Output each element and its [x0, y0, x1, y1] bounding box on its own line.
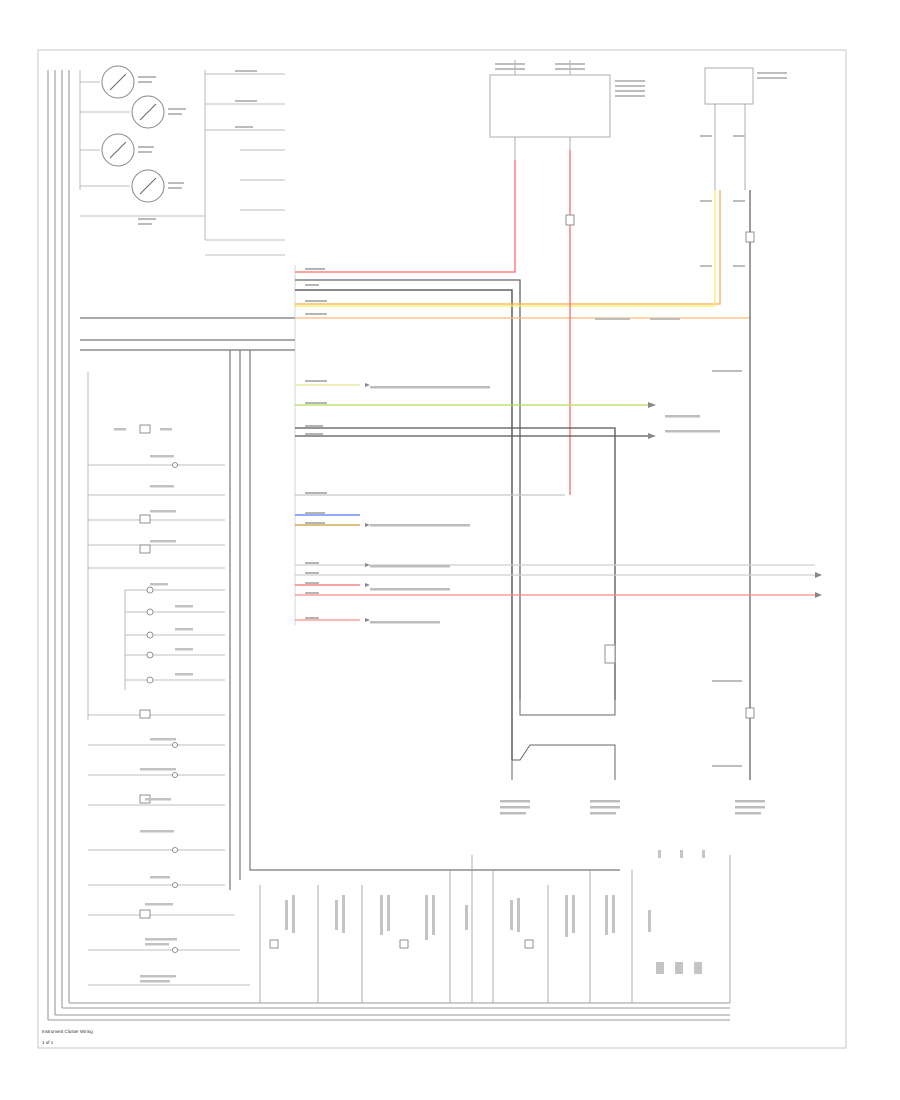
indicator-labels [114, 428, 193, 983]
lamp-icon [139, 544, 151, 554]
arrow-right-icon [815, 592, 822, 598]
top-modules [489, 60, 754, 190]
gauge-icon [131, 95, 165, 129]
arrow-right-icon [365, 563, 370, 567]
bottom-targets [500, 800, 765, 815]
gauge-icon [131, 169, 165, 203]
arrow-right-icon [648, 433, 656, 439]
footer-caption: Instrument Cluster Wiring [42, 1029, 93, 1034]
main-bus [80, 317, 620, 890]
gray-wire [295, 289, 513, 760]
bottom-columns [259, 855, 731, 1003]
gray-wire [295, 279, 521, 700]
switch-icon [269, 939, 279, 949]
red-wire [295, 160, 516, 273]
bottom-switches [269, 939, 534, 949]
switch-icon [399, 939, 409, 949]
destination-labels [370, 386, 720, 624]
yellow-wire [295, 190, 716, 307]
gauges [101, 65, 165, 203]
relay-box [489, 74, 611, 138]
arrow-right-icon [648, 402, 656, 408]
bottom-lower-wiring [511, 700, 751, 780]
gauge-wires [79, 70, 285, 256]
diagram-frame [37, 49, 847, 1049]
arrow-right-icon [365, 383, 370, 387]
arrow-right-icon [365, 583, 370, 587]
gauge-labels [138, 70, 257, 225]
resistor-icon [604, 644, 616, 664]
switch-icon [524, 939, 534, 949]
arrow-right-icon [365, 523, 370, 527]
fuse-icon [745, 231, 755, 243]
wire-traces [295, 150, 815, 780]
lamp-icon [139, 514, 151, 524]
arrow-icons [365, 383, 822, 622]
indicator-rows [87, 372, 250, 986]
arrow-right-icon [365, 618, 370, 622]
lamp-icon [139, 909, 151, 919]
lamp-icon [139, 424, 151, 434]
top-module-labels [495, 63, 787, 767]
gauge-icon [101, 133, 135, 167]
lamp-icon [139, 709, 151, 719]
connector-pin-labels [305, 268, 327, 619]
bottom-column-labels [285, 850, 705, 974]
fuse-icon [745, 707, 755, 719]
gray-wire [295, 427, 616, 700]
diode-icon [565, 214, 575, 226]
sensor-box [704, 67, 754, 105]
arrow-right-icon [815, 572, 822, 578]
inline-components [565, 214, 755, 719]
indicator-lamps [139, 424, 178, 953]
orange-wire [295, 190, 721, 305]
gauge-icon [101, 65, 135, 99]
left-bus-lines [47, 70, 730, 1021]
footer-page: 1 of 1 [42, 1040, 54, 1045]
